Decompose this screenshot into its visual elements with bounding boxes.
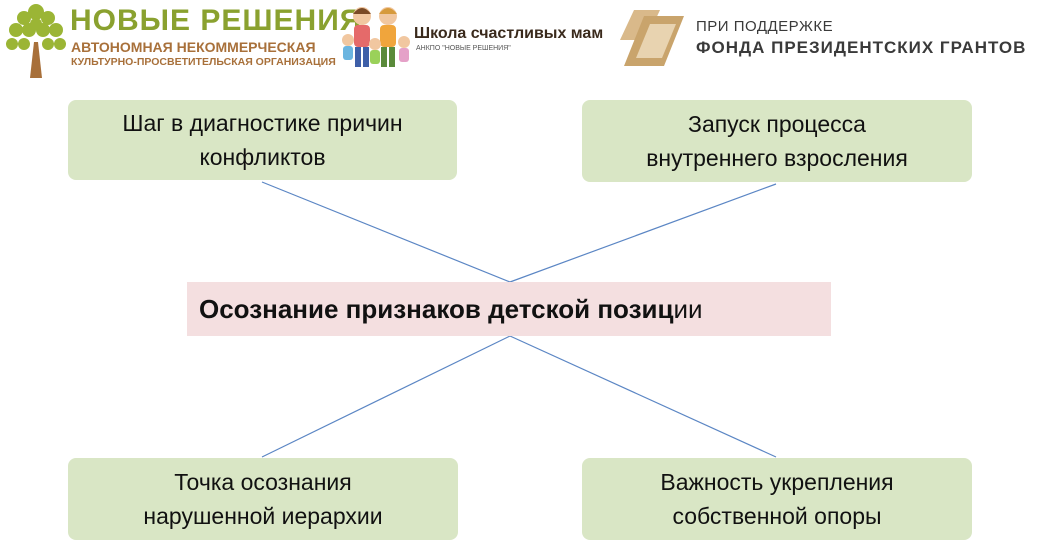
box-hierarchy: Точка осознания нарушенной иерархии (68, 458, 458, 540)
box-growing-up: Запуск процесса внутреннего взросления (582, 100, 972, 182)
box-support: Важность укрепления собственной опоры (582, 458, 972, 540)
connector-top-left (262, 182, 510, 282)
center-concept-bold: Осознание признаков детской позиц (199, 294, 673, 325)
connector-bottom-right (510, 336, 776, 457)
connector-bottom-left (262, 336, 510, 457)
connector-top-right (510, 184, 776, 282)
box-diagnostics: Шаг в диагностике причин конфликтов (68, 100, 457, 180)
center-concept-rest: ии (673, 294, 702, 325)
